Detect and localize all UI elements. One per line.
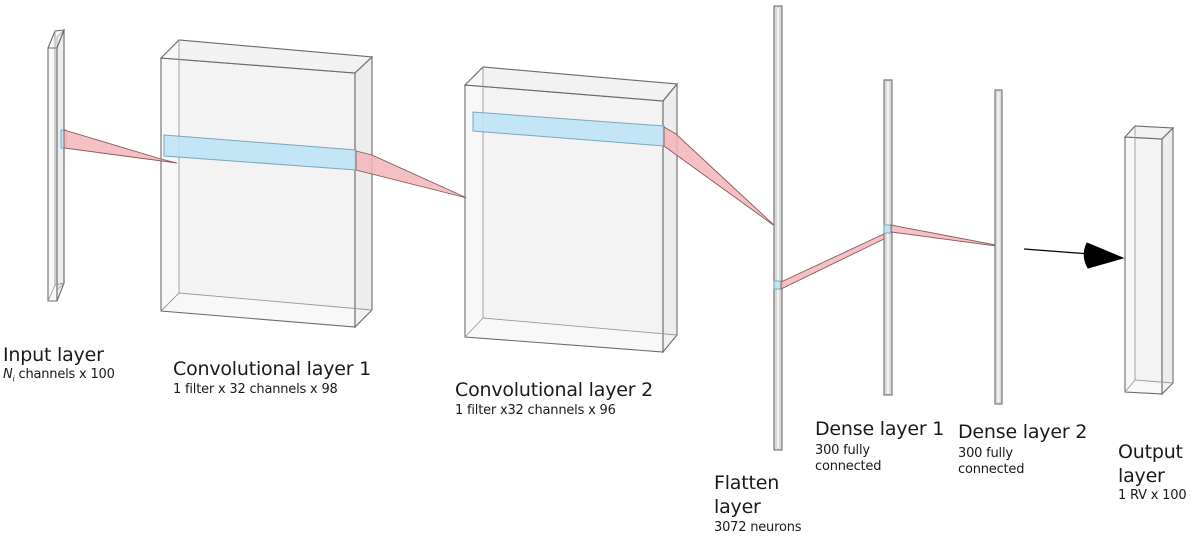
dense1-layer-shape xyxy=(883,79,893,396)
input-layer-symbol-subscript: i xyxy=(12,374,15,384)
conv1-layer-label: Convolutional layer 1 1 filter x 32 chan… xyxy=(173,358,372,397)
input-layer-edge xyxy=(54,282,65,286)
conv2-layer-label: Convolutional layer 2 1 filter x32 chann… xyxy=(455,379,654,418)
dense2-layer-title: Dense layer 2 xyxy=(958,421,1088,443)
input-layer-side-face xyxy=(56,29,65,302)
conv2-face xyxy=(662,82,678,354)
flatten-layer-title-line2: layer xyxy=(714,495,761,518)
conv1-layer-title: Convolutional layer 1 xyxy=(173,358,372,380)
arrow-to-output xyxy=(1023,242,1125,269)
dense2-layer-subtitle-line2: connected xyxy=(958,461,1025,477)
conv1-face xyxy=(160,57,356,328)
projection-input-to-conv1 xyxy=(63,129,178,164)
output-hidden-edge xyxy=(1124,379,1136,393)
projection-flatten-to-dense1 xyxy=(780,232,887,290)
flatten-layer-label: Flatten layer 3072 neurons xyxy=(714,472,802,535)
output-layer-label: Output layer 1 RV x 100 xyxy=(1118,441,1187,503)
flatten-neuron-patch xyxy=(773,280,782,290)
conv1-face xyxy=(354,55,373,329)
conv2-hidden-edge xyxy=(482,317,678,336)
flatten-layer-subtitle: 3072 neurons xyxy=(714,519,802,535)
conv1-layer-subtitle: 1 filter x 32 channels x 98 xyxy=(173,381,338,397)
dense1-neuron-patch xyxy=(883,224,892,234)
arrow-shaft xyxy=(1023,248,1091,255)
output-face xyxy=(1161,126,1174,396)
dense1-layer-subtitle-line2: connected xyxy=(815,458,882,474)
conv2-layer-title: Convolutional layer 2 xyxy=(455,379,654,401)
arrow-head xyxy=(1083,242,1125,269)
dense1-layer-label: Dense layer 1 300 fully connected xyxy=(815,418,945,474)
output-layer-subtitle: 1 RV x 100 xyxy=(1118,487,1187,503)
input-layer-title: Input layer xyxy=(3,344,104,366)
input-layer-front-face xyxy=(47,47,58,302)
output-layer-shape xyxy=(1123,125,1175,396)
input-layer-symbol: N xyxy=(3,366,13,382)
conv1-hidden-edge xyxy=(178,292,373,311)
conv2-hidden-edge xyxy=(464,317,484,338)
conv1-layer-shape xyxy=(159,39,374,329)
conv2-layer-subtitle: 1 filter x32 channels x 96 xyxy=(455,402,616,418)
input-layer-subtitle: Ni channels x 100 xyxy=(3,368,115,384)
conv2-layer-shape xyxy=(463,66,679,354)
projection-dense1-to-dense2 xyxy=(890,224,997,247)
dense2-layer-subtitle-line1: 300 fully xyxy=(958,445,1013,461)
input-layer-shape xyxy=(47,28,65,302)
dense2-layer-label: Dense layer 2 300 fully connected xyxy=(958,421,1088,477)
input-layer-label: Input layer Ni channels x 100 xyxy=(3,344,115,384)
flatten-layer-shape xyxy=(773,5,783,451)
output-hidden-edge xyxy=(1134,379,1174,384)
output-face xyxy=(1124,136,1163,395)
dense1-layer-subtitle-line1: 300 fully xyxy=(815,442,870,458)
input-layer-subtitle-text: channels x 100 xyxy=(14,366,115,382)
conv1-hidden-edge xyxy=(160,292,180,312)
dense2-layer-shape xyxy=(994,89,1003,405)
projection-conv2-to-flatten xyxy=(663,126,777,228)
projection-conv1-to-conv2 xyxy=(355,150,468,199)
output-layer-title-line2: layer xyxy=(1118,464,1165,487)
input-layer-edge xyxy=(47,284,56,302)
dense1-layer-title: Dense layer 1 xyxy=(815,418,945,440)
flatten-layer-title-line1: Flatten xyxy=(714,472,780,494)
output-layer-title-line1: Output xyxy=(1118,441,1183,463)
